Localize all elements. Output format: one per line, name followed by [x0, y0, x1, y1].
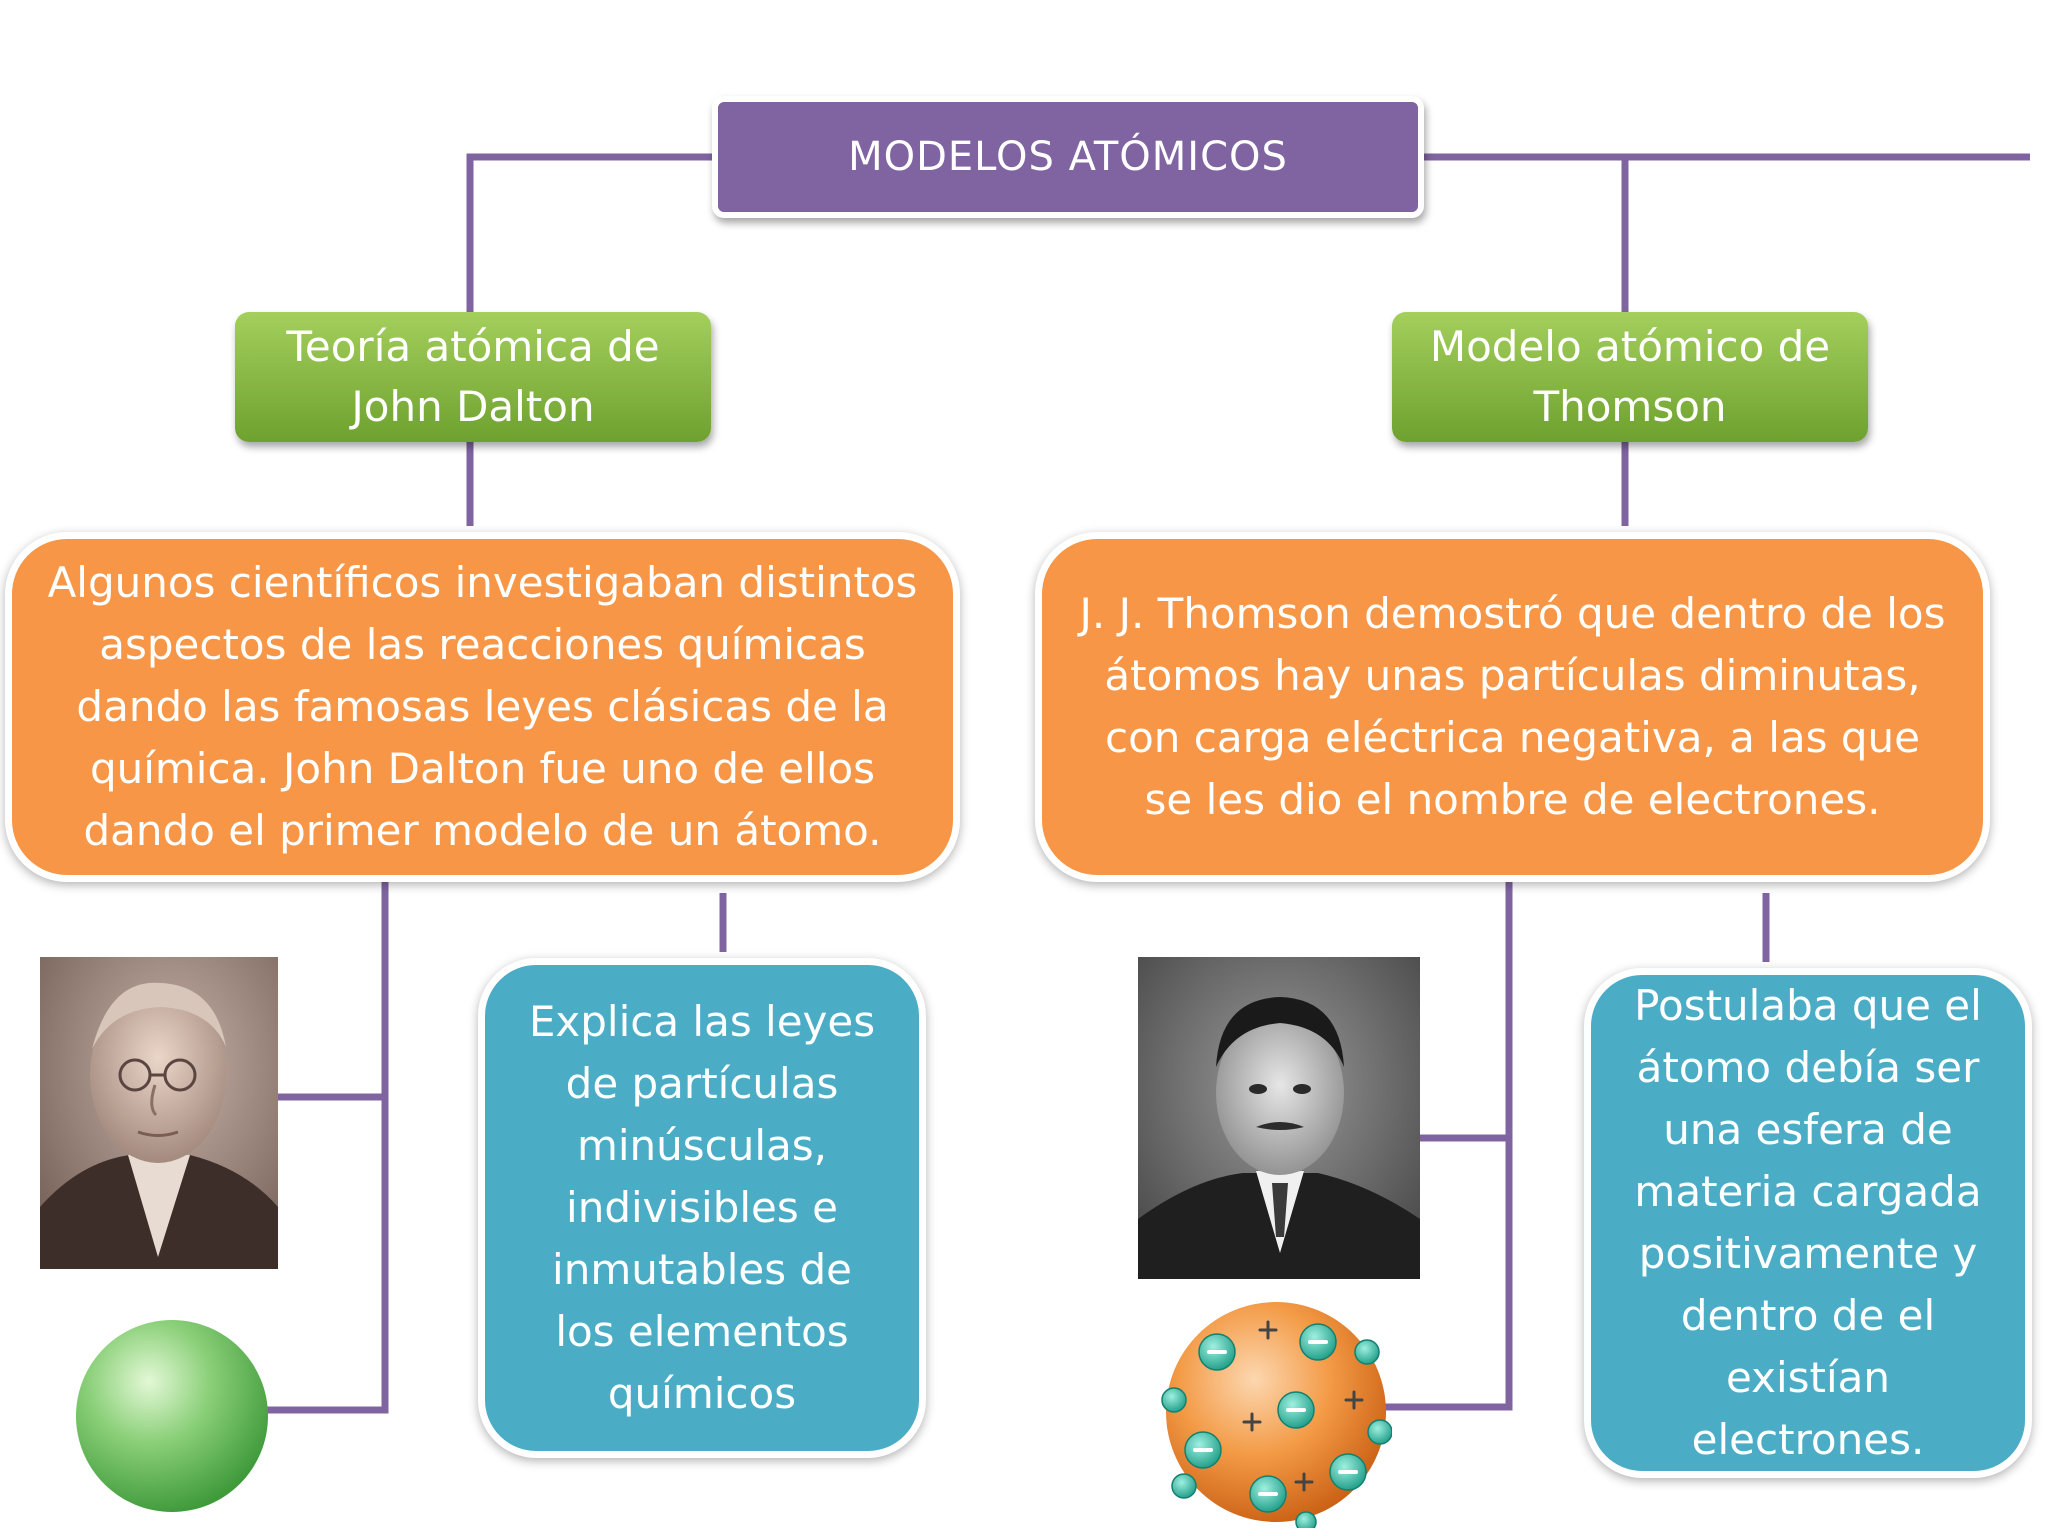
connector-dalton-to-images: [262, 878, 389, 1414]
connector-thomson-to-images: [1378, 878, 1513, 1411]
dalton-description-text: Algunos científicos investigaban distint…: [47, 558, 918, 855]
connector-title-to-dalton: [466, 153, 712, 312]
diagram-title-text: MODELOS ATÓMICOS: [848, 134, 1288, 180]
dalton-explanation-text: Explica las leyes de partículas minúscul…: [528, 997, 876, 1418]
dalton-atom-sphere-image: [72, 1316, 272, 1516]
dalton-heading-box: Teoría atómica de John Dalton: [235, 312, 711, 442]
thomson-heading-box: Modelo atómico de Thomson: [1392, 312, 1868, 442]
thomson-description-box: J. J. Thomson demostró que dentro de los…: [1035, 532, 1990, 882]
dalton-heading-line2: John Dalton: [351, 382, 595, 431]
thomson-heading-line1: Modelo atómico de: [1429, 322, 1831, 371]
dalton-description-box: Algunos científicos investigaban distint…: [5, 532, 960, 882]
thomson-explanation-text: Postulaba que el átomo debía ser una esf…: [1634, 981, 1982, 1464]
dalton-heading-line1: Teoría atómica de: [286, 322, 660, 371]
thomson-explanation-box: Postulaba que el átomo debía ser una esf…: [1584, 968, 2032, 1478]
thomson-plum-pudding-image: [1160, 1296, 1393, 1533]
dalton-explanation-box: Explica las leyes de partículas minúscul…: [478, 958, 926, 1458]
thomson-heading-line2: Thomson: [1533, 382, 1727, 431]
thomson-description-text: J. J. Thomson demostró que dentro de los…: [1079, 589, 1946, 824]
dalton-portrait: [40, 957, 278, 1269]
diagram-title: MODELOS ATÓMICOS: [712, 96, 1424, 218]
thomson-portrait: [1138, 957, 1420, 1279]
